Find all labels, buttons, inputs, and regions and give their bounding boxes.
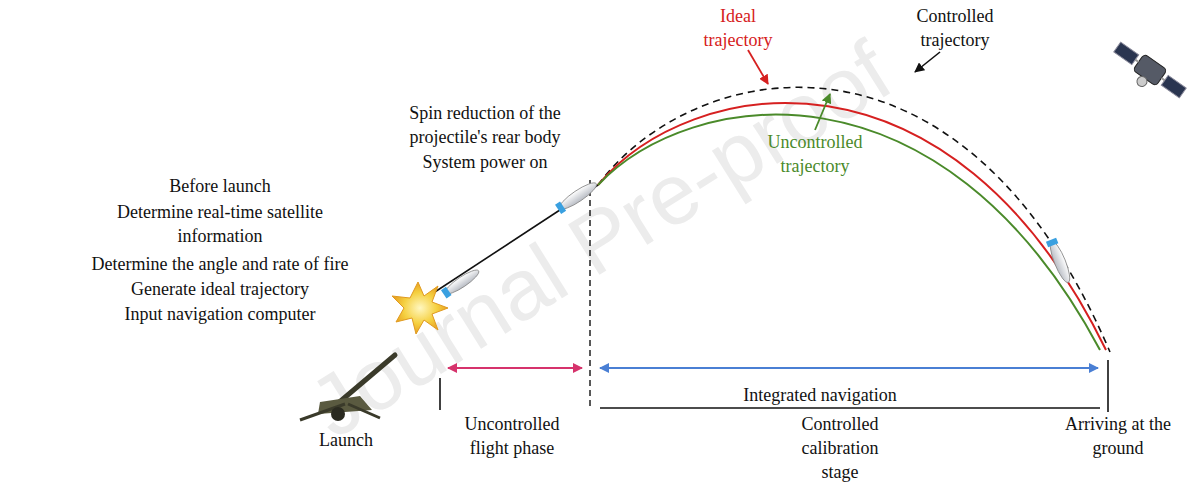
- phase-label: Launch: [319, 428, 373, 452]
- step-note: Input navigation computer: [125, 302, 316, 326]
- spin-reduction-note: Spin reduction of the projectile's rear …: [370, 101, 600, 149]
- ideal-trajectory-label: Ideal trajectory: [693, 4, 783, 52]
- phase-label: Controlled calibration stage: [785, 412, 895, 482]
- phase-label: Uncontrolled flight phase: [447, 412, 577, 460]
- step-note: Before launch: [169, 174, 270, 198]
- step-note: Generate ideal trajectory: [131, 277, 309, 301]
- uncontrolled-trajectory-label: Uncontrolled trajectory: [755, 130, 875, 178]
- power-on-note: System power on: [423, 150, 548, 174]
- phase-label: Arriving at the ground: [1063, 412, 1173, 460]
- step-note: Determine real-time satellite informatio…: [110, 200, 330, 248]
- step-note: Determine the angle and rate of fire: [92, 252, 349, 276]
- phase-label: Integrated navigation: [743, 383, 896, 407]
- controlled-trajectory-label: Controlled trajectory: [900, 4, 1010, 52]
